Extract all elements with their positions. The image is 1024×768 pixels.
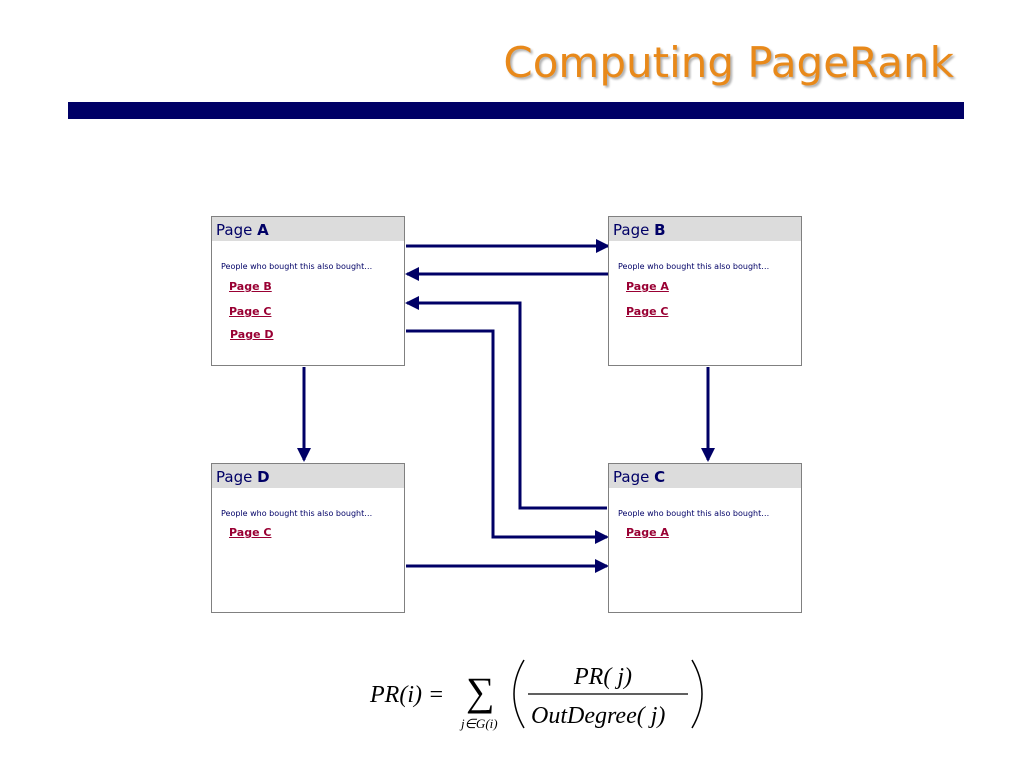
page-d-header: Page D (212, 464, 404, 488)
page-b-box: Page B People who bought this also bough… (608, 216, 802, 366)
page-d-prefix: Page (216, 468, 253, 486)
page-c-letter: C (654, 468, 666, 486)
page-d-also-bought: People who bought this also bought… (221, 509, 373, 518)
page-d-box: Page D People who bought this also bough… (211, 463, 405, 613)
page-a-box: Page A People who bought this also bough… (211, 216, 405, 366)
page-b-link-page-c[interactable]: Page C (626, 305, 669, 318)
page-b-link-page-a[interactable]: Page A (626, 280, 669, 293)
formula-right-paren (691, 659, 703, 729)
formula-sum-subscript: j∈G(i) (459, 716, 498, 731)
page-c-also-bought: People who bought this also bought… (618, 509, 770, 518)
formula-left-paren (513, 659, 525, 729)
page-a-link-page-b[interactable]: Page B (229, 280, 272, 293)
page-b-also-bought: People who bought this also bought… (618, 262, 770, 271)
page-d-letter: D (257, 468, 270, 486)
formula-numerator: PR( j) (573, 664, 632, 690)
page-a-also-bought: People who bought this also bought… (221, 262, 373, 271)
formula-denominator: OutDegree( j) (531, 703, 665, 729)
page-b-header: Page B (609, 217, 801, 241)
page-c-header: Page C (609, 464, 801, 488)
page-b-prefix: Page (613, 221, 650, 239)
slide-title: Computing PageRank (503, 38, 954, 87)
formula-sum-symbol: ∑ (466, 669, 495, 714)
page-c-link-page-a[interactable]: Page A (626, 526, 669, 539)
page-d-link-page-c[interactable]: Page C (229, 526, 272, 539)
formula-lhs: PR(i) = (369, 682, 444, 708)
page-a-link-page-c[interactable]: Page C (229, 305, 272, 318)
title-underline-bar (68, 102, 964, 119)
page-a-prefix: Page (216, 221, 253, 239)
page-a-link-page-d[interactable]: Page D (230, 328, 274, 341)
page-c-prefix: Page (613, 468, 650, 486)
page-a-header: Page A (212, 217, 404, 241)
arrow-a-to-c (406, 329, 609, 544)
arrow-c-to-a (405, 296, 607, 510)
page-b-letter: B (654, 221, 666, 239)
page-c-box: Page C People who bought this also bough… (608, 463, 802, 613)
page-a-letter: A (257, 221, 269, 239)
